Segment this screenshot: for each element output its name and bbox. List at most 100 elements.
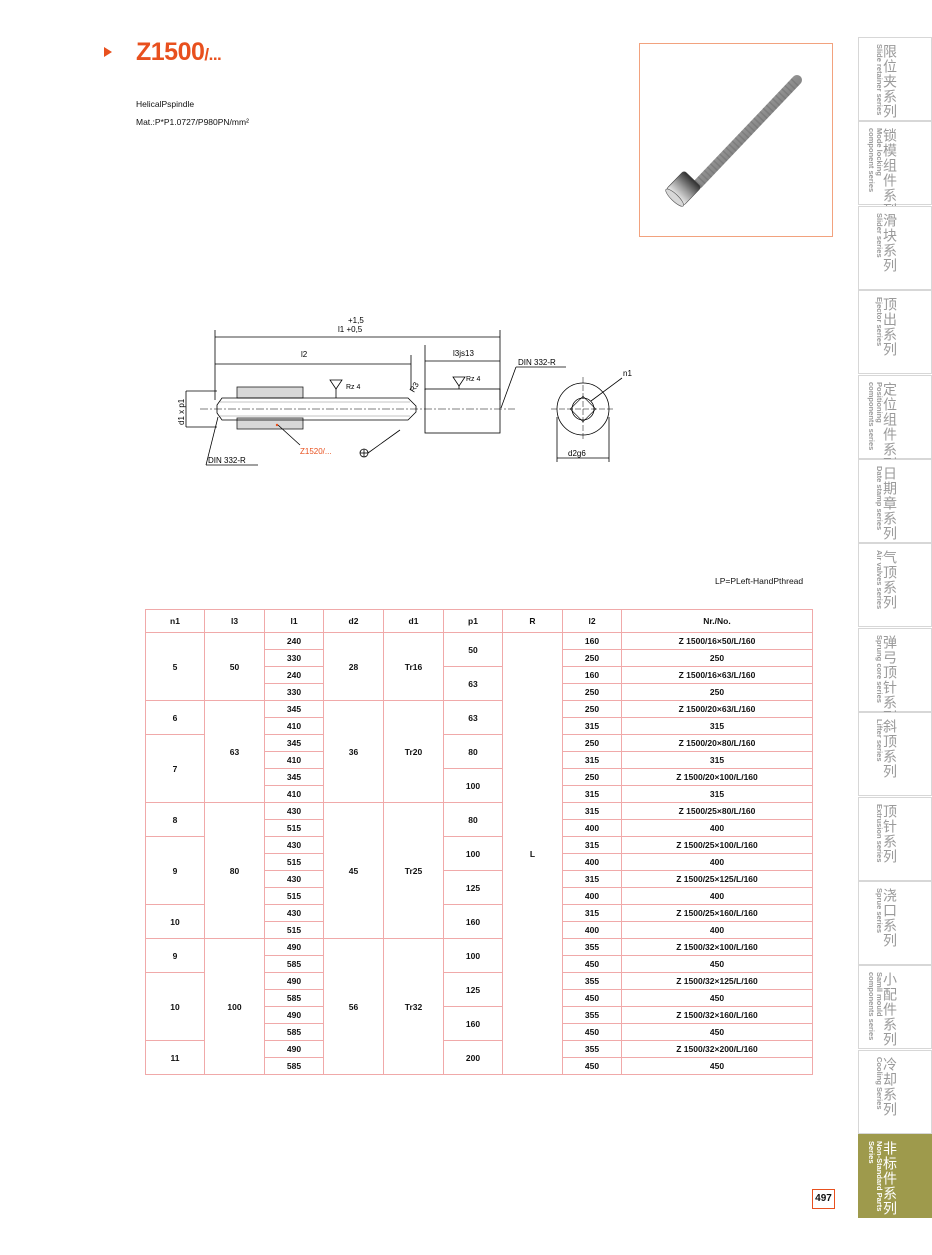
din-label-2: DIN 332-R [518, 358, 556, 367]
cell-l2: 315 [562, 802, 622, 820]
cell-l3: 100 [204, 938, 265, 1075]
cell-l2: 315 [562, 870, 622, 888]
sidebar-tab-en-label: Air valves series [875, 550, 884, 610]
cell-p1: 50 [443, 632, 503, 667]
dim-l1-tolerance: +1,5 [348, 316, 364, 325]
cell-l2: 450 [562, 989, 622, 1007]
sidebar-tab-en-label: Samll mould components series [867, 972, 884, 1041]
sidebar-tab-en-label: Ejector series [875, 297, 884, 347]
table-header-cell: R [502, 609, 563, 633]
sidebar-tab-en-label: Positioning components series [867, 381, 884, 450]
cell-l1: 345 [264, 734, 324, 752]
cell-l2: 160 [562, 666, 622, 684]
sidebar-tab-cn-label: 定位组件系列 [881, 381, 897, 472]
product-photo [639, 43, 833, 237]
left-hand-thread-note: LP=PLeft-HandPthread [715, 576, 804, 586]
cell-d1: Tr25 [383, 802, 444, 939]
sidebar-tab-en-label: Sprung core series [875, 634, 884, 703]
cell-l1: 345 [264, 768, 324, 786]
sidebar-tab-cn-label: 弹弓顶针系列 [881, 634, 897, 725]
cell-l1: 345 [264, 700, 324, 718]
cell-l1: 490 [264, 1040, 324, 1058]
cell-nr: Z 1500/25×80/L/160 [621, 802, 813, 820]
title-arrow-icon [104, 47, 112, 57]
cell-l1: 490 [264, 972, 324, 990]
table-header-cell: d1 [383, 609, 444, 633]
cell-l2: 250 [562, 683, 622, 701]
cell-d1: Tr16 [383, 632, 444, 701]
sidebar-tab-en-label: Non-Standard Parts Series [867, 1141, 884, 1212]
cell-l2: 450 [562, 1057, 622, 1075]
din-label-1: DIN 332-R [208, 456, 246, 465]
cell-p1: 160 [443, 1006, 503, 1041]
sidebar-tab-en-label: Date stamp series [875, 466, 884, 531]
cell-nr: 250 [621, 649, 813, 667]
sidebar-tab-cn-label: 锁模组件系列 [881, 128, 897, 219]
cell-p1: 125 [443, 870, 503, 905]
cell-n1: 10 [145, 904, 205, 939]
sidebar-tab-cn-label: 日期章系列 [881, 466, 897, 541]
cell-n1: 5 [145, 632, 205, 701]
cell-l2: 355 [562, 1040, 622, 1058]
table-header-cell: l2 [562, 609, 622, 633]
cell-l1: 410 [264, 717, 324, 735]
cell-l3: 63 [204, 700, 265, 803]
cell-nr: 400 [621, 853, 813, 871]
cell-n1: 9 [145, 938, 205, 973]
radius-label: R3 [408, 380, 421, 394]
sidebar-tab-en-label: Lifter series [875, 719, 884, 762]
cell-n1: 8 [145, 802, 205, 837]
table-header-cell: d2 [323, 609, 384, 633]
sidebar-tab-cn-label: 限位夹系列 [881, 44, 897, 119]
cell-l1: 515 [264, 921, 324, 939]
sidebar-tab-cn-label: 气顶系列 [881, 550, 897, 611]
cell-l2: 250 [562, 734, 622, 752]
sidebar-tab-cn-label: 浇口系列 [881, 888, 897, 948]
cell-nr: Z 1500/32×125/L/160 [621, 972, 813, 990]
cell-l1: 410 [264, 751, 324, 769]
sidebar-tab-cn-label: 顶出系列 [881, 297, 897, 358]
cell-p1: 63 [443, 666, 503, 701]
dim-l1: l1 +0,5 [338, 325, 363, 334]
cell-nr: Z 1500/32×100/L/160 [621, 938, 813, 956]
cell-l1: 330 [264, 683, 324, 701]
cell-nr: Z 1500/25×125/L/160 [621, 870, 813, 888]
subtitle-name: HelicalPspindle [136, 99, 195, 109]
cell-r: L [502, 632, 563, 1075]
cell-p1: 200 [443, 1040, 503, 1075]
cell-l2: 400 [562, 819, 622, 837]
cell-d2: 28 [323, 632, 384, 701]
cell-l3: 50 [204, 632, 265, 701]
cell-nr: 400 [621, 921, 813, 939]
cell-l2: 355 [562, 972, 622, 990]
technical-drawing: +1,5 l1 +0,5 l2 l3js13 Rz 4 Rz 4 DIN 332… [177, 316, 632, 466]
sidebar-tab-en-label: Extrusion series [875, 803, 884, 862]
cell-l2: 355 [562, 938, 622, 956]
spindle-image [665, 75, 802, 207]
d1-p1-label: d1 x p1 [177, 398, 186, 425]
cell-l2: 450 [562, 955, 622, 973]
